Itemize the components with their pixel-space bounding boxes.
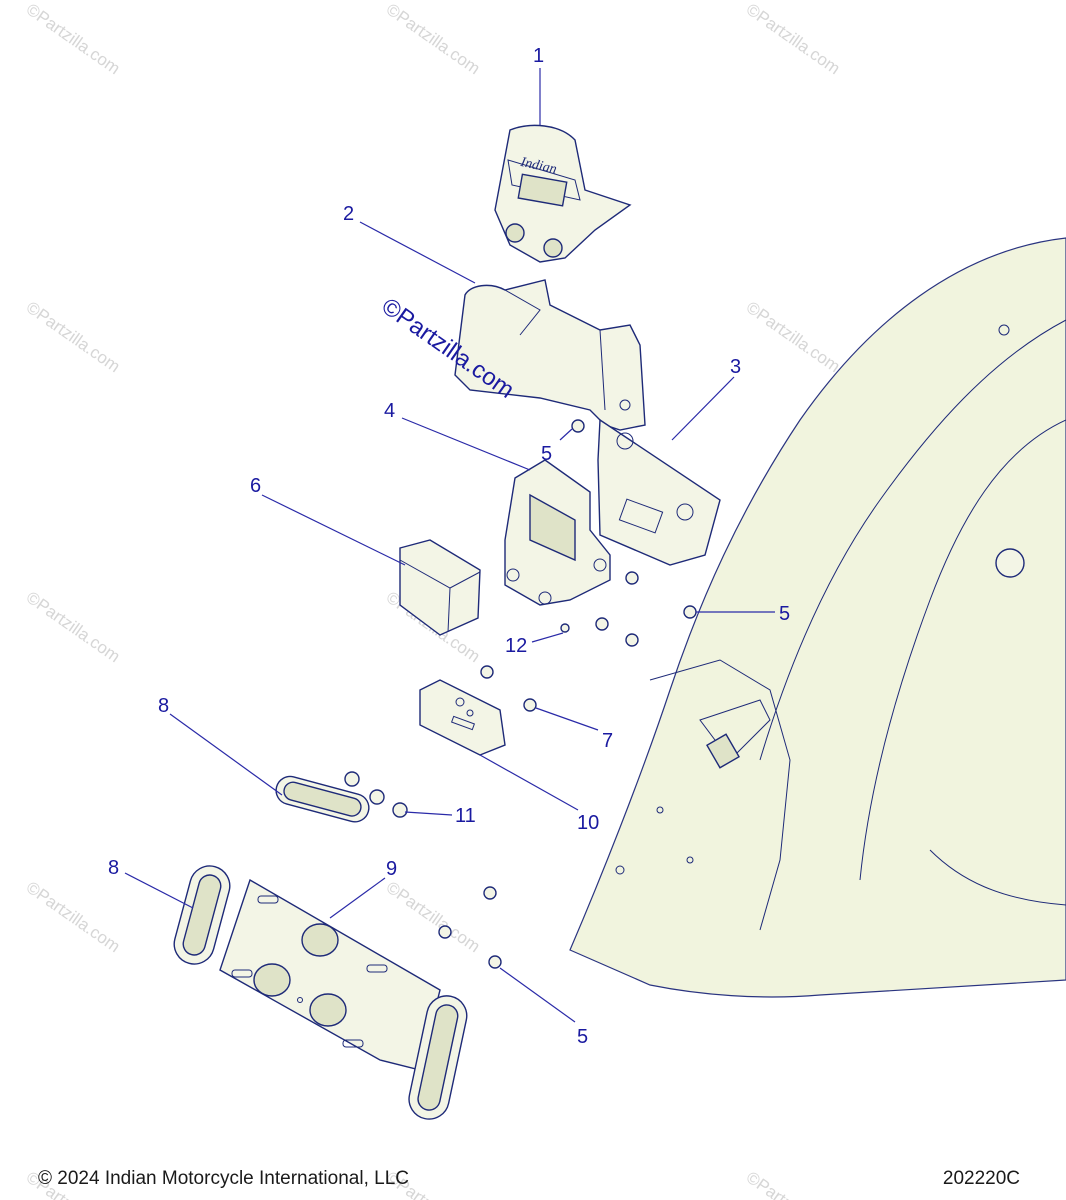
part-9-plate-bracket — [219, 878, 441, 1071]
callout-labels: 1 2 3 4 5 6 5 12 7 8 11 10 8 9 5 — [108, 45, 790, 1048]
part-1-lamp-housing: Indian — [494, 124, 632, 263]
watermark-faint: ©Partzilla.com — [383, 0, 484, 78]
fasteners — [438, 419, 697, 969]
copyright-text: © 2024 Indian Motorcycle International, … — [38, 1168, 409, 1189]
watermark-faint: ©Partzilla.com — [23, 0, 124, 78]
callout-8-upper: 8 — [158, 695, 169, 717]
callout-5-upper: 5 — [541, 443, 552, 465]
part-8-reflector-upper — [275, 775, 370, 823]
callout-11: 11 — [455, 805, 476, 827]
callout-5-right: 5 — [779, 603, 790, 625]
part-8-reflector-lower-left — [173, 865, 231, 965]
watermark-faint: ©Partzilla.com — [23, 588, 124, 667]
part-8-reflector-lower-right — [408, 995, 468, 1120]
part-6-module — [399, 539, 481, 636]
diagram-id: 202220C — [942, 1168, 1020, 1189]
callout-3: 3 — [730, 356, 741, 378]
rear-fender — [569, 237, 1066, 998]
callout-7: 7 — [602, 730, 613, 752]
leader-lines — [124, 68, 775, 1023]
callout-2: 2 — [343, 203, 354, 225]
watermark-faint: ©Partzilla.com — [743, 298, 844, 377]
callout-4: 4 — [384, 400, 395, 422]
part-10-small-bracket — [419, 679, 506, 756]
callout-12: 12 — [505, 635, 527, 657]
callout-1: 1 — [533, 45, 544, 67]
callout-10: 10 — [577, 812, 599, 834]
watermark-faint: ©Partzilla.com — [743, 1168, 844, 1200]
watermark-faint: ©Partzilla.com — [23, 878, 124, 957]
callout-5-lower: 5 — [577, 1026, 588, 1048]
callout-8-lower: 8 — [108, 857, 119, 879]
watermark-faint: ©Partzilla.com — [383, 878, 484, 957]
callout-9: 9 — [386, 858, 397, 880]
part-11-clips — [344, 771, 408, 818]
part-4-bracket — [504, 459, 611, 606]
watermark-faint: ©Partzilla.com — [23, 298, 124, 377]
watermark-faint: ©Partzilla.com — [743, 0, 844, 78]
part-2-cover — [454, 279, 646, 431]
part-3-gasket — [597, 418, 721, 566]
callout-6: 6 — [250, 475, 261, 497]
